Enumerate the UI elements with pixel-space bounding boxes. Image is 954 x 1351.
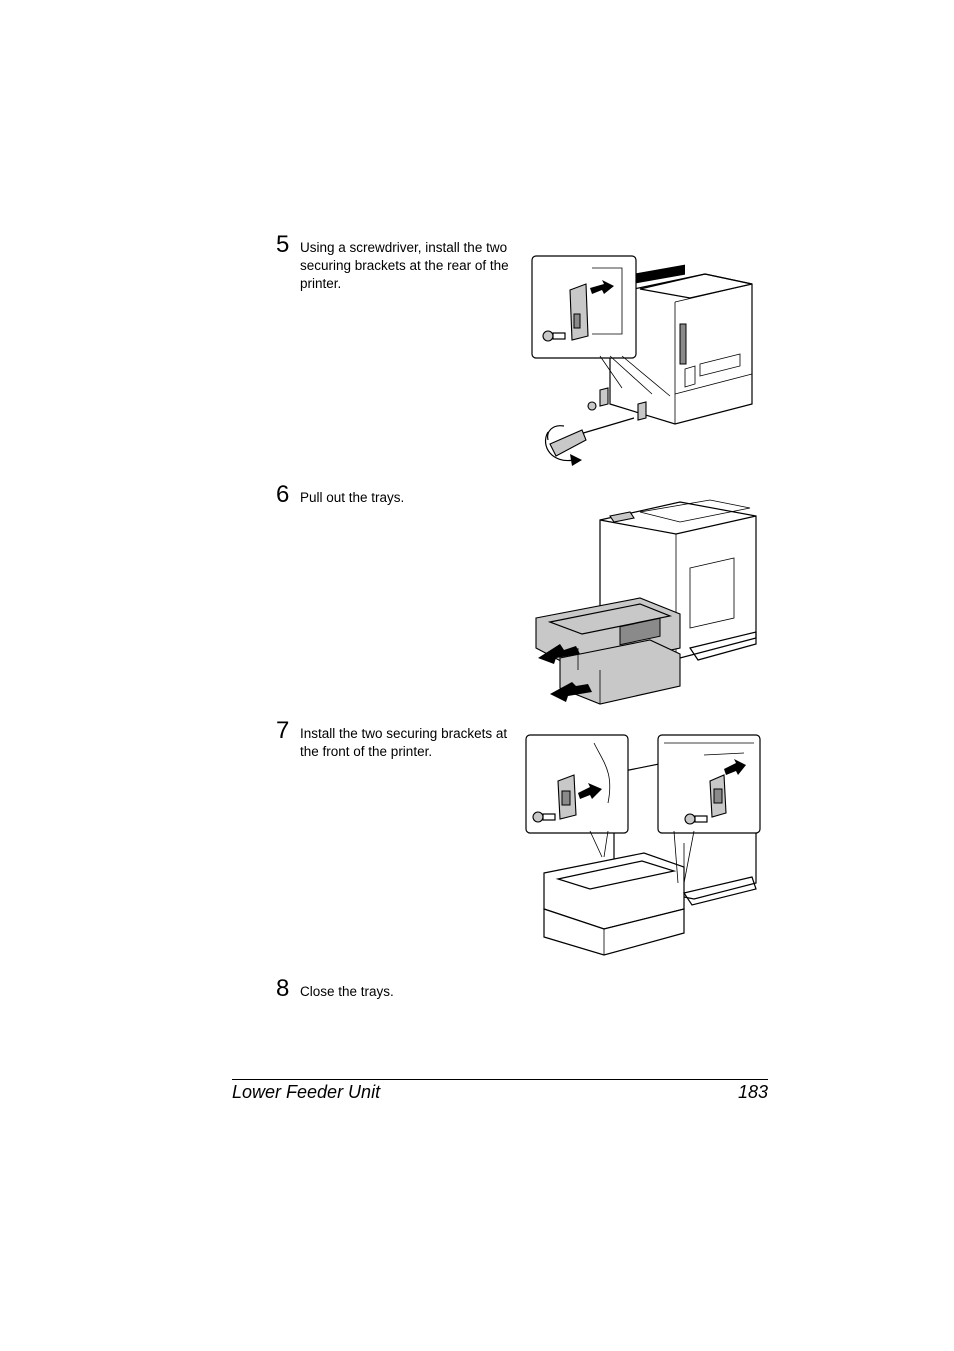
pull-out-trays-illustration: [535, 499, 757, 705]
step-number: 5: [276, 231, 290, 258]
step-number: 7: [276, 717, 290, 744]
step-instruction: Install the two securing brackets at the…: [300, 726, 508, 759]
step-instruction: Pull out the trays.: [300, 490, 405, 505]
rear-bracket-illustration: [531, 255, 753, 466]
footer-section-title: Lower Feeder Unit: [232, 1082, 381, 1102]
page-number: 183: [737, 1082, 768, 1102]
step-instruction: Using a screwdriver, install the two sec…: [300, 240, 509, 291]
footer-divider: [232, 1079, 768, 1080]
front-bracket-illustration: [525, 734, 761, 956]
step-number: 8: [276, 975, 290, 1002]
step-number: 6: [276, 481, 290, 508]
step-instruction: Close the trays.: [300, 984, 394, 999]
